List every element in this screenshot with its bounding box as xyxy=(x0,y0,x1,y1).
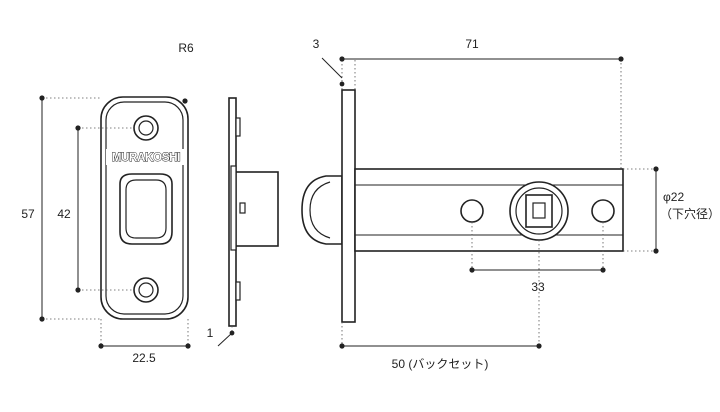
spindle-hub xyxy=(509,181,569,241)
dim-hole-note: （下穴径） xyxy=(660,206,720,221)
brand-logo: MURAKOSHI xyxy=(112,152,180,164)
dim-faceplate-width-label: 22.5 xyxy=(132,351,156,365)
dim-plate-thickness: 1 xyxy=(207,326,214,340)
latch-window xyxy=(119,173,173,245)
front-view: MURAKOSHI R6 57 xyxy=(21,41,194,365)
bottom-screw xyxy=(133,277,159,303)
dim-overall-length-label: 71 xyxy=(465,37,479,51)
dim-corner-radius: R6 xyxy=(178,41,194,55)
dim-overall-length: 71 xyxy=(339,37,624,169)
dim-face-thickness: 3 xyxy=(313,37,356,90)
long-faceplate xyxy=(341,89,356,323)
dim-screw-spacing-label: 42 xyxy=(57,207,71,221)
dim-faceplate-width: 22.5 xyxy=(98,319,191,365)
logo: MURAKOSHI xyxy=(106,149,185,165)
dim-hole-spacing: 33 xyxy=(469,222,606,294)
dim-backset: 50 (バックセット) xyxy=(339,240,542,371)
dim-hole-diameter: φ22 （下穴径） xyxy=(623,166,720,254)
dim-faceplate-height-label: 57 xyxy=(21,207,35,221)
dim-hole-spacing-label: 33 xyxy=(531,280,545,294)
dim-screw-spacing: 42 xyxy=(57,125,134,293)
mounting-hole-right xyxy=(591,199,615,223)
top-screw xyxy=(133,115,159,141)
long-view: 3 71 φ22 （下穴径） 33 xyxy=(301,37,720,371)
dim-hole-diameter-label: φ22 xyxy=(663,190,684,204)
mounting-hole-left xyxy=(460,199,484,223)
long-body xyxy=(354,168,624,252)
dim-face-thickness-label: 3 xyxy=(313,37,320,51)
dim-backset-label: 50 (バックセット) xyxy=(392,357,489,371)
side-view: 1 xyxy=(207,97,279,347)
dim-faceplate-height: 57 xyxy=(21,95,101,322)
